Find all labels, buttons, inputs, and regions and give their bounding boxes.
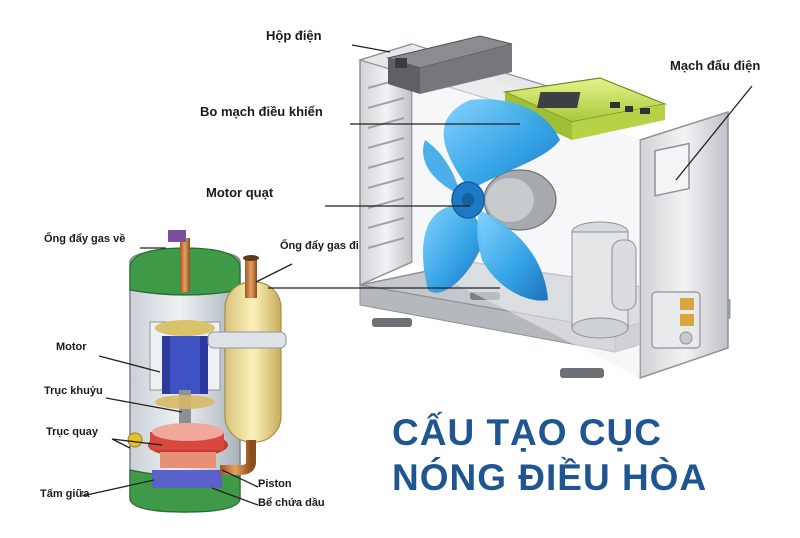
- label-mach-dau-dien: Mạch đấu điện: [670, 58, 761, 73]
- fan-blades: [422, 99, 560, 301]
- label-motor-quat: Motor quạt: [206, 185, 274, 200]
- label-bo-mach-dieu-khien: Bo mạch điều khiển: [200, 104, 323, 119]
- leader-lines: [81, 44, 753, 506]
- label-piston: Piston: [258, 478, 292, 490]
- label-truc-khuyu: Trục khuỷu: [44, 385, 103, 397]
- label-motor: Motor: [56, 341, 87, 353]
- label-ong-day-gas-di: Ống đẩy gas đi: [280, 240, 359, 252]
- title-line-2: NÓNG ĐIỀU HÒA: [392, 457, 708, 498]
- label-truc-quay: Trục quay: [46, 426, 98, 438]
- label-hop-dien: Hộp điện: [266, 28, 322, 43]
- label-be-chua-dau: Bể chứa dầu: [258, 497, 325, 509]
- compressor-cutaway: [127, 230, 287, 513]
- title-line-1: CẤU TẠO CỤC: [392, 412, 662, 453]
- label-tam-giua: Tấm giữa: [40, 488, 90, 500]
- electrical-box: [386, 35, 513, 94]
- label-ong-day-gas-ve: Ống đẩy gas về: [44, 233, 126, 245]
